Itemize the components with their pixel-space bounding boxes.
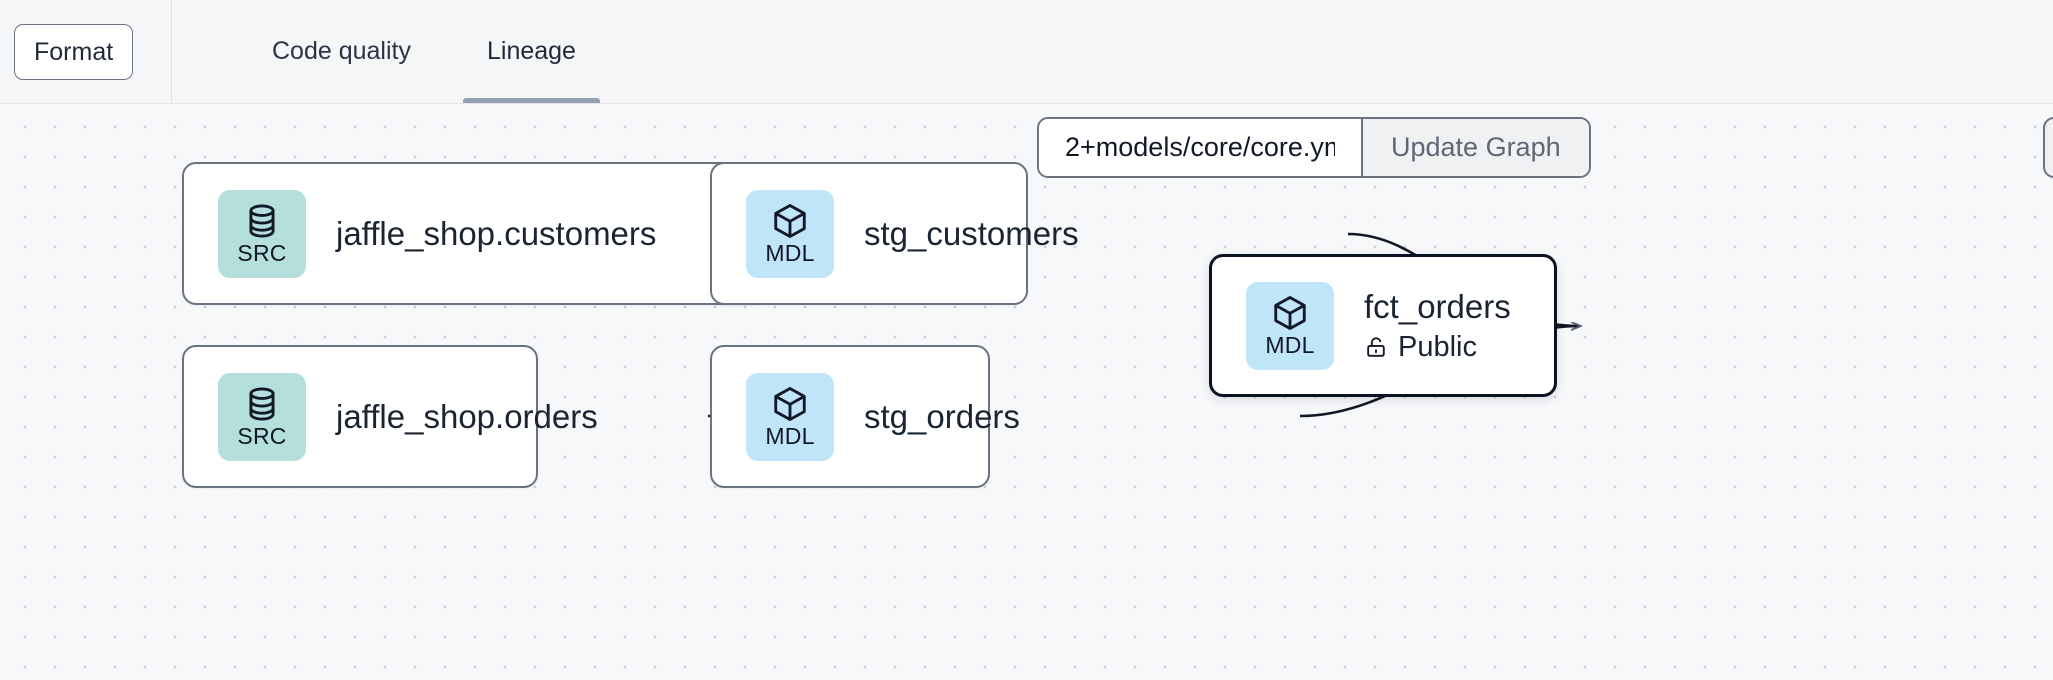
cube-icon bbox=[1274, 295, 1306, 330]
node-badge-label: MDL bbox=[765, 422, 815, 449]
node-badge-label: MDL bbox=[1265, 331, 1315, 358]
node-badge-mdl: MDL bbox=[746, 372, 834, 461]
tab-lineage[interactable]: Lineage bbox=[449, 0, 614, 103]
graph-toolbar: Update Graph bbox=[1037, 117, 1591, 178]
tab-bar: Code quality Lineage bbox=[172, 0, 614, 103]
node-badge-src: SRC bbox=[218, 372, 306, 461]
tab-code-quality[interactable]: Code quality bbox=[272, 37, 411, 65]
graph-selector-input[interactable] bbox=[1039, 119, 1361, 176]
node-badge-mdl: MDL bbox=[746, 189, 834, 278]
lineage-node-fct-orders[interactable]: MDL fct_orders Public bbox=[1209, 254, 1557, 397]
node-badge-label: MDL bbox=[765, 239, 815, 266]
node-badge-mdl: MDL bbox=[1246, 281, 1334, 370]
cube-icon bbox=[774, 386, 806, 421]
node-title: fct_orders bbox=[1364, 288, 1511, 325]
node-body: fct_orders Public bbox=[1364, 287, 1511, 364]
node-title: stg_orders bbox=[864, 397, 1020, 435]
unlock-icon bbox=[1367, 337, 1385, 357]
toolbar-left-group: Format bbox=[0, 0, 172, 103]
node-body: jaffle_shop.customers bbox=[336, 214, 656, 254]
node-title: jaffle_shop.customers bbox=[336, 214, 657, 252]
update-graph-button[interactable]: Update Graph bbox=[1361, 119, 1589, 176]
node-badge-label: SRC bbox=[237, 422, 287, 449]
node-access-row: Public bbox=[1364, 331, 1511, 364]
lineage-node-jaffle-shop-orders[interactable]: SRC jaffle_shop.orders bbox=[182, 345, 598, 488]
node-body: stg_orders bbox=[864, 397, 1020, 437]
database-icon bbox=[249, 387, 275, 420]
node-access-label: Public bbox=[1398, 331, 1477, 363]
node-body: jaffle_shop.orders bbox=[336, 397, 598, 437]
node-body: stg_customers bbox=[864, 214, 1079, 254]
canvas-left-edge bbox=[0, 104, 6, 680]
node-badge-src: SRC bbox=[218, 189, 306, 278]
cube-icon bbox=[774, 203, 806, 238]
lineage-node-stg-orders[interactable]: MDL stg_orders bbox=[710, 345, 1020, 488]
node-title: jaffle_shop.orders bbox=[336, 397, 598, 435]
lineage-node-stg-customers[interactable]: MDL stg_customers bbox=[710, 162, 1079, 305]
graph-toolbar-overflow-control[interactable] bbox=[2043, 117, 2053, 178]
editor-toolbar: Format Code quality Lineage bbox=[0, 0, 2053, 104]
format-button[interactable]: Format bbox=[14, 23, 134, 80]
lineage-node-jaffle-shop-customers[interactable]: SRC jaffle_shop.customers bbox=[182, 162, 766, 305]
lineage-canvas[interactable]: SRC jaffle_shop.customers MDL stg_custom… bbox=[0, 104, 2053, 680]
node-title: stg_customers bbox=[864, 214, 1079, 252]
node-badge-label: SRC bbox=[237, 239, 287, 266]
database-icon bbox=[249, 204, 275, 237]
